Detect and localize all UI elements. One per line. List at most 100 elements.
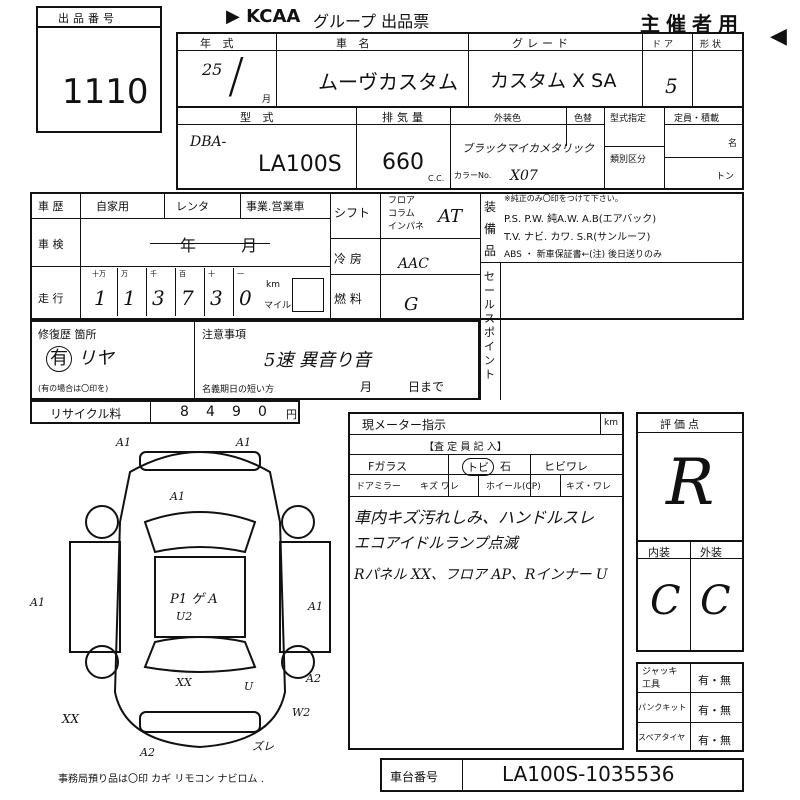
glass-label: Fガラス xyxy=(368,460,408,473)
col-line xyxy=(500,262,501,400)
ac-value: AAC xyxy=(398,256,429,272)
fuel-value: G xyxy=(404,294,419,315)
mileage-divider xyxy=(204,268,205,316)
exterior-label: 外装 xyxy=(700,546,722,559)
color-no-label: カラーNo. xyxy=(454,171,492,180)
mileage-digit: 1 xyxy=(94,286,107,310)
cap-divider xyxy=(664,124,744,125)
recycle-digit: 4 xyxy=(206,404,215,420)
chassis-label: 車台番号 xyxy=(390,770,439,784)
history-rent: レンタ xyxy=(176,200,209,213)
history-label: 車 歴 xyxy=(38,200,64,213)
equipment-line1: P.S. P.W. 純A.W. A.B(エアバック) xyxy=(504,214,657,225)
col-line xyxy=(690,662,691,752)
door-value: 5 xyxy=(665,74,678,98)
car-rear-window xyxy=(143,636,257,673)
repair-circle: 有 xyxy=(46,346,72,372)
month-unit: 月 xyxy=(262,95,272,105)
header-title: グループ 出品票 xyxy=(313,12,430,31)
col-line xyxy=(690,540,691,652)
door-label: ドア xyxy=(652,40,677,50)
mileage-km-unit: km xyxy=(266,280,280,290)
shift-opt-panel: インパネ xyxy=(388,222,425,232)
row-line xyxy=(330,238,480,239)
row-line xyxy=(480,262,744,263)
row-line xyxy=(176,106,744,108)
col-line xyxy=(330,192,331,320)
mileage-unit-label: 百 xyxy=(179,270,186,278)
inspection-strike xyxy=(150,243,270,244)
col-line xyxy=(150,400,151,424)
year-slash: / xyxy=(228,48,245,104)
mileage-unit-label: 万 xyxy=(121,270,128,278)
wheel-front-right xyxy=(281,505,315,539)
score-label: 評価点 xyxy=(660,418,702,431)
mileage-unit-label: 一 xyxy=(237,270,244,278)
logo: ▶ KCAA xyxy=(226,6,301,27)
jack-value: 有・無 xyxy=(698,674,731,687)
mileage-label: 走 行 xyxy=(38,292,64,305)
history-own: 自家用 xyxy=(96,200,129,213)
col-line xyxy=(194,320,195,400)
puncture-label: パンクキット xyxy=(638,703,687,712)
car-rear-bumper xyxy=(139,711,261,733)
diagram-mark: A1 xyxy=(170,490,185,503)
diagram-mark: P1 ゲ A xyxy=(170,592,218,607)
diagram-mark: ズレ xyxy=(252,740,274,753)
row-line xyxy=(348,434,624,435)
recycle-digit: 9 xyxy=(232,404,241,420)
inspector-box xyxy=(348,412,624,750)
recycle-digit: 8 xyxy=(180,404,189,420)
mileage-digit: 7 xyxy=(181,286,194,310)
diagram-mark: A1 xyxy=(308,600,323,613)
col-line xyxy=(480,192,481,400)
category-label: 類別区分 xyxy=(610,155,647,165)
shape-label: 形状 xyxy=(700,40,725,50)
keys-note: 事務局預り品は〇印 カギ リモコン ナビロム . xyxy=(58,774,264,785)
mileage-mile-box xyxy=(292,278,324,312)
cap-unit-person: 名 xyxy=(728,139,738,149)
col-line xyxy=(642,32,643,106)
spec-divider xyxy=(604,146,664,147)
col-line xyxy=(566,106,567,146)
col-line xyxy=(450,106,451,190)
inspection-label: 車 検 xyxy=(38,238,64,251)
equipment-line3: ABS ・ 新車保証書←(注) 後日送りのみ xyxy=(504,250,663,260)
col-line xyxy=(380,192,381,320)
inspect-short-label: 名義期日の短い方 xyxy=(202,385,275,395)
car-left-side xyxy=(69,541,121,653)
mirror-opts: キズ ワレ xyxy=(420,482,459,492)
row-line xyxy=(30,266,330,267)
color-label: 外装色 xyxy=(494,114,522,124)
car-roof xyxy=(154,556,246,638)
row-line xyxy=(30,218,330,219)
wheel-front-left xyxy=(85,505,119,539)
col-line xyxy=(600,412,601,434)
diagram-mark: A2 xyxy=(140,746,155,759)
row-line xyxy=(348,496,624,497)
arrow-icon: ◀ xyxy=(770,24,787,49)
lot-value: 1110 xyxy=(62,72,149,112)
recycle-label: リサイクル料 xyxy=(50,407,122,421)
row-line xyxy=(330,274,480,275)
grade-label: グレード xyxy=(512,37,572,50)
col-line xyxy=(468,32,469,106)
wheel-label: ホイール(CP) xyxy=(486,482,541,492)
diagram-mark: U xyxy=(244,680,254,693)
repair-table xyxy=(30,320,480,400)
car-diagram xyxy=(69,451,331,749)
mileage-digit: 1 xyxy=(123,286,136,310)
cap-unit-ton: トン xyxy=(716,172,735,182)
spare-label: スペアタイヤ xyxy=(638,733,686,742)
spec-label: 型式指定 xyxy=(610,114,647,124)
repair-value: 有 リヤ xyxy=(46,344,114,372)
recycle-box xyxy=(30,400,300,424)
col-line xyxy=(276,32,277,106)
car-name: ムーヴカスタム xyxy=(318,70,458,94)
mileage-digit: 0 xyxy=(239,286,252,310)
type-model: LA100S xyxy=(258,152,342,177)
car-label: 車 名 xyxy=(336,37,374,50)
inspector-line3: Rパネル XX、フロア AP、Rインナー U xyxy=(354,567,608,583)
diagram-mark: A1 xyxy=(30,596,45,609)
wheel-opts: キズ・ワレ xyxy=(566,482,612,492)
